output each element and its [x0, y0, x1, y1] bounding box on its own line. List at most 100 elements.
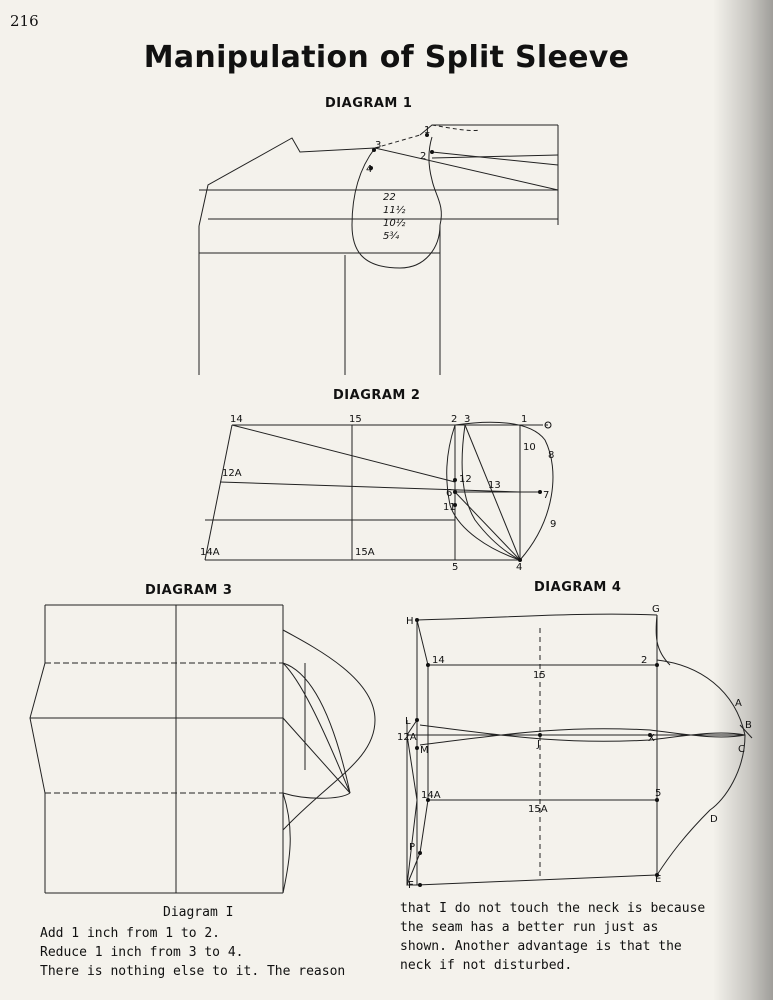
d4-label-15: 15	[533, 670, 546, 681]
d1-front-line-a	[431, 151, 559, 166]
d2-cap-mid	[461, 424, 521, 561]
d1-measure-22: 22	[383, 192, 396, 203]
d2-label-8: 8	[548, 450, 554, 461]
d1-measure-11: 11½	[383, 204, 406, 216]
d2-diag-3-4	[464, 424, 521, 561]
d2-label-15A: 15A	[355, 547, 375, 558]
d1-label-2: 2	[420, 151, 426, 162]
d2-label-3: 3	[464, 414, 470, 425]
d1-diag-line	[374, 147, 559, 191]
d1-point-4	[369, 166, 373, 170]
d4-bottom-line	[416, 874, 658, 886]
caption-right-line: neck if not disturbed.	[400, 958, 573, 973]
d4-top-curve	[416, 613, 658, 621]
d1-front-shoulder	[419, 124, 558, 136]
d2-label-10: 10	[523, 442, 536, 453]
d1-point-3	[372, 148, 376, 152]
d1-label-4: 4	[366, 164, 372, 175]
d4-lens-top	[419, 724, 746, 742]
d4-arrow	[739, 724, 753, 739]
caption-left-line: Reduce 1 inch from 3 to 4.	[40, 945, 244, 960]
d2-mid-line-1	[219, 481, 521, 493]
d2-label-6: 6	[446, 488, 452, 499]
d2-diag-6-4	[454, 491, 521, 561]
d4-label-5: 5	[655, 788, 661, 799]
d2-label-9: 9	[550, 519, 556, 530]
d4-label-J: J	[536, 739, 540, 750]
d1-front-line-b	[431, 154, 559, 159]
diagram-4-label: DIAGRAM 4	[534, 580, 622, 595]
d4-label-G: G	[652, 604, 660, 615]
d3-cap-bottom	[282, 792, 351, 799]
caption-right-line: that I do not touch the neck is because	[400, 901, 706, 916]
caption-left-line: Add 1 inch from 1 to 2.	[40, 926, 221, 941]
d4-label-X: X	[648, 733, 655, 744]
d1-measure-10: 10½	[383, 217, 406, 229]
d2-label-13: 13	[488, 480, 501, 491]
d4-label-C: C	[738, 744, 745, 755]
d2-label-2: 2	[451, 414, 457, 425]
d4-cap-outer	[656, 659, 746, 876]
d4-label-12A: 12A	[397, 732, 417, 743]
d4-label-15A: 15A	[528, 804, 548, 815]
d1-point-1	[425, 133, 429, 137]
d4-lens-bottom	[419, 728, 746, 746]
caption-heading: Diagram I	[163, 905, 234, 920]
d4-label-A: A	[735, 698, 742, 709]
d2-diagonal-14-12	[231, 424, 456, 483]
d1-front-armhole	[428, 136, 442, 226]
diagram-1-label: DIAGRAM 1	[325, 96, 413, 111]
d4-left-zigzag	[406, 719, 418, 886]
caption-right-line: shown. Another advantage is that the	[400, 939, 682, 954]
d1-label-3: 3	[375, 140, 381, 151]
d4-cap-top	[655, 614, 671, 666]
d3-underarm	[282, 792, 291, 894]
d1-measure-5: 5¾	[383, 231, 399, 242]
d2-label-5: 5	[452, 562, 458, 573]
d4-label-L: L	[405, 716, 411, 727]
d2-label-1: 1	[521, 414, 527, 425]
caption-left-line: There is nothing else to it. The reason	[40, 964, 346, 979]
diagram-3-label: DIAGRAM 3	[145, 583, 233, 598]
d2-label-12A: 12A	[222, 468, 242, 479]
page-number: 216	[10, 12, 39, 30]
d4-inner-left	[416, 619, 429, 854]
d4-label-14A: 14A	[421, 790, 441, 801]
d4-label-F: F	[408, 880, 414, 891]
d2-label-14: 14	[230, 414, 243, 425]
d1-back-shoulder-line	[198, 137, 376, 227]
d4-label-M: M	[420, 745, 429, 756]
d4-label-2: 2	[641, 655, 647, 666]
d2-label-12: 12	[459, 474, 472, 485]
d2-label-15: 15	[349, 414, 362, 425]
d4-label-E: E	[655, 874, 661, 885]
d3-cap-outer	[282, 629, 376, 831]
d1-dashed-shoulder	[374, 134, 421, 149]
d4-label-H: H	[406, 616, 414, 627]
d4-bottom-left	[406, 852, 421, 886]
caption-right-line: the seam has a better run just as	[400, 920, 659, 935]
d4-label-B: B	[745, 720, 752, 731]
d3-cap-inner-1	[282, 662, 351, 794]
d3-cap-diag	[282, 717, 351, 794]
d2-left-line	[204, 424, 233, 561]
diagram-2-label: DIAGRAM 2	[333, 388, 421, 403]
d2-label-11: 11	[443, 502, 456, 513]
d4-label-P: P	[409, 842, 415, 853]
d2-cap-under	[446, 424, 521, 561]
d2-label-4: 4	[516, 562, 522, 573]
d2-label-14A: 14A	[200, 547, 220, 558]
d1-label-1: 1	[424, 125, 430, 136]
d2-cap-upper	[454, 421, 554, 561]
d4-label-D: D	[710, 814, 718, 825]
d1-dashed-neck	[431, 124, 481, 131]
page-title: Manipulation of Split Sleeve	[143, 40, 630, 75]
d3-cap-inner-2	[282, 662, 351, 794]
d4-label-14: 14	[432, 655, 445, 666]
d2-label-7: 7	[543, 490, 549, 501]
d1-point-2	[430, 150, 434, 154]
